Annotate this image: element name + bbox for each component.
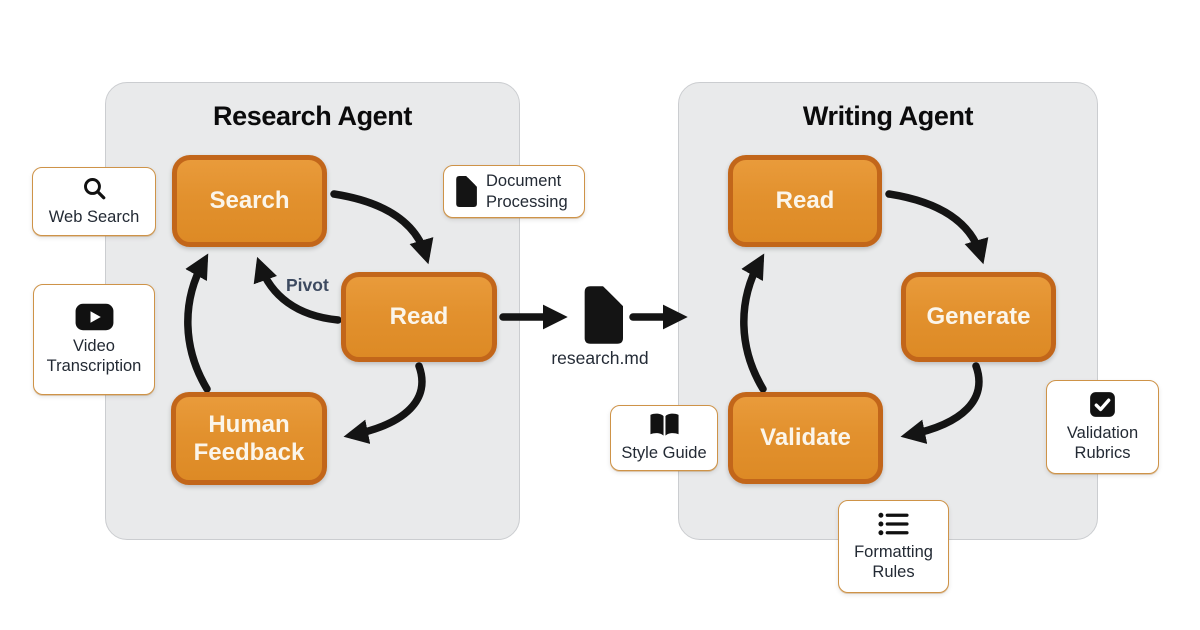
tool-style-guide: Style Guide	[610, 405, 718, 471]
tool-web-search-label: Web Search	[48, 208, 140, 227]
node-research-search: Search	[172, 155, 327, 247]
node-writing-generate: Generate	[901, 272, 1056, 362]
node-research-human-feedback: Human Feedback	[171, 392, 327, 485]
tool-validation-rubrics-label: Validation Rubrics	[1066, 423, 1139, 462]
node-writing-read-label: Read	[775, 187, 835, 215]
open-book-icon	[649, 412, 680, 438]
tool-video-transcription: Video Transcription	[33, 284, 155, 395]
node-research-read-label: Read	[389, 303, 449, 331]
tool-document-processing: Document Processing	[443, 165, 585, 218]
document-icon	[584, 285, 623, 344]
bulleted-list-icon	[877, 511, 910, 537]
tool-formatting-rules-label: Formatting Rules	[854, 542, 933, 581]
node-writing-validate: Validate	[728, 392, 883, 484]
checkbox-check-icon	[1089, 391, 1116, 418]
node-writing-read: Read	[728, 155, 882, 247]
node-research-human-feedback-label: Human Feedback	[193, 410, 305, 466]
artifact-filename: research.md	[551, 348, 649, 368]
node-writing-generate-label: Generate	[926, 303, 1031, 331]
document-file-icon	[452, 176, 477, 207]
node-writing-validate-label: Validate	[760, 424, 851, 452]
pivot-label: Pivot	[286, 275, 329, 295]
video-play-icon	[75, 303, 114, 331]
magnifier-search-icon	[81, 175, 108, 202]
tool-formatting-rules: Formatting Rules	[838, 500, 949, 593]
tool-document-processing-label: Document Processing	[486, 172, 568, 211]
tool-web-search: Web Search	[32, 167, 156, 236]
tool-style-guide-label: Style Guide	[621, 444, 707, 463]
node-research-search-label: Search	[209, 187, 290, 215]
writing-agent-title: Writing Agent	[802, 101, 974, 131]
node-research-read: Read	[341, 272, 497, 362]
tool-video-transcription-label: Video Transcription	[46, 336, 142, 375]
research-agent-title: Research Agent	[213, 101, 412, 131]
tool-validation-rubrics: Validation Rubrics	[1046, 380, 1159, 474]
